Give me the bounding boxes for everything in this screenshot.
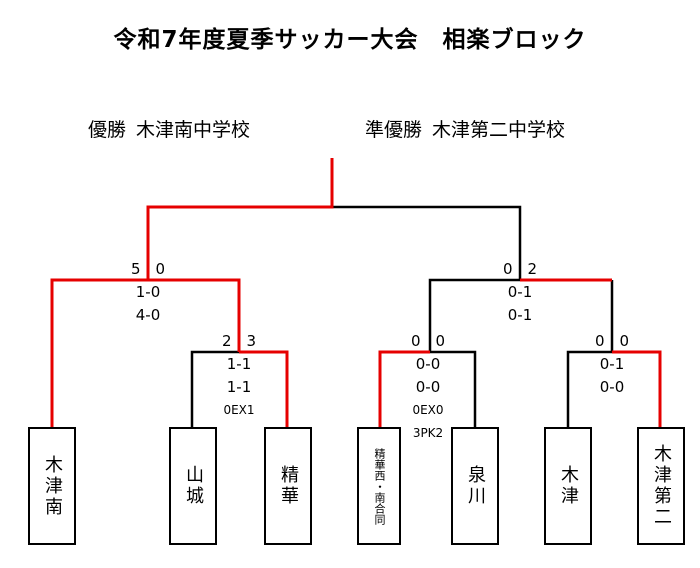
runnerup-result: 準優勝木津第二中学校 bbox=[365, 115, 565, 142]
team-name: 木津南 bbox=[42, 454, 63, 518]
score-total: 2 3 bbox=[221, 332, 257, 350]
bracket-line bbox=[566, 350, 612, 427]
score-half: 0-0 bbox=[415, 378, 441, 396]
bracket-line bbox=[430, 350, 477, 427]
score-total: 5 0 bbox=[130, 260, 166, 278]
team-box-kizu-minami: 木津南 bbox=[28, 427, 76, 545]
score-total: 0 2 bbox=[502, 260, 538, 278]
team-name: 山城 bbox=[183, 465, 204, 507]
bracket-line bbox=[332, 205, 522, 280]
score-total: 0 0 bbox=[410, 332, 446, 350]
team-box-seika: 精華 bbox=[264, 427, 312, 545]
winner-line bbox=[146, 158, 334, 280]
score-semi-right: 0 0 0-1 0-0 bbox=[567, 330, 657, 399]
score-half: 0-1 bbox=[507, 306, 533, 324]
champion-result: 優勝木津南中学校 bbox=[88, 115, 250, 142]
team-box-kizu: 木津 bbox=[544, 427, 592, 545]
team-name: 木津第二 bbox=[651, 444, 672, 528]
team-name: 木津 bbox=[558, 465, 579, 507]
score-extra: 0EX0 bbox=[412, 403, 444, 417]
score-pk: 3PK2 bbox=[412, 426, 444, 440]
bracket-lines-red bbox=[50, 158, 662, 427]
team-name: 泉川 bbox=[465, 465, 486, 507]
score-half: 0-1 bbox=[599, 355, 625, 373]
score-r1-seikanishi-izumikawa: 0 0 0-0 0-0 0EX0 3PK2 bbox=[383, 330, 473, 445]
team-box-seika-nishi-minami: 精華西・南合同 bbox=[357, 427, 401, 545]
team-box-kizu-daini: 木津第二 bbox=[637, 427, 685, 545]
runnerup-label: 準優勝 bbox=[365, 119, 423, 141]
winner-line bbox=[378, 350, 430, 427]
team-box-yamashiro: 山城 bbox=[169, 427, 217, 545]
runnerup-team: 木津第二中学校 bbox=[432, 119, 566, 141]
score-half: 1-1 bbox=[226, 378, 252, 396]
score-extra: 0EX1 bbox=[223, 403, 255, 417]
score-half: 1-0 bbox=[135, 283, 161, 301]
bracket-line bbox=[190, 350, 239, 427]
bracket-line bbox=[428, 278, 520, 352]
score-final: 0 2 0-1 0-1 bbox=[475, 258, 565, 327]
score-total: 0 0 bbox=[594, 332, 630, 350]
winner-line bbox=[50, 278, 241, 427]
winner-line bbox=[239, 350, 289, 427]
bracket-lines-black bbox=[190, 205, 614, 427]
score-r1-yamashiro-seika: 2 3 1-1 1-1 0EX1 bbox=[194, 330, 284, 422]
champion-label: 優勝 bbox=[88, 119, 127, 141]
score-semi-left: 5 0 1-0 4-0 bbox=[103, 258, 193, 327]
winner-line bbox=[612, 350, 662, 427]
team-box-izumikawa: 泉川 bbox=[451, 427, 499, 545]
score-half: 0-1 bbox=[507, 283, 533, 301]
champion-team: 木津南中学校 bbox=[136, 119, 251, 141]
score-half: 4-0 bbox=[135, 306, 161, 324]
score-half: 0-0 bbox=[415, 355, 441, 373]
score-half: 1-1 bbox=[226, 355, 252, 373]
page-title: 令和7年度夏季サッカー大会 相楽ブロック bbox=[113, 27, 587, 53]
team-name: 精華 bbox=[278, 465, 299, 507]
score-half: 0-0 bbox=[599, 378, 625, 396]
team-name: 精華西・南合同 bbox=[373, 447, 386, 525]
